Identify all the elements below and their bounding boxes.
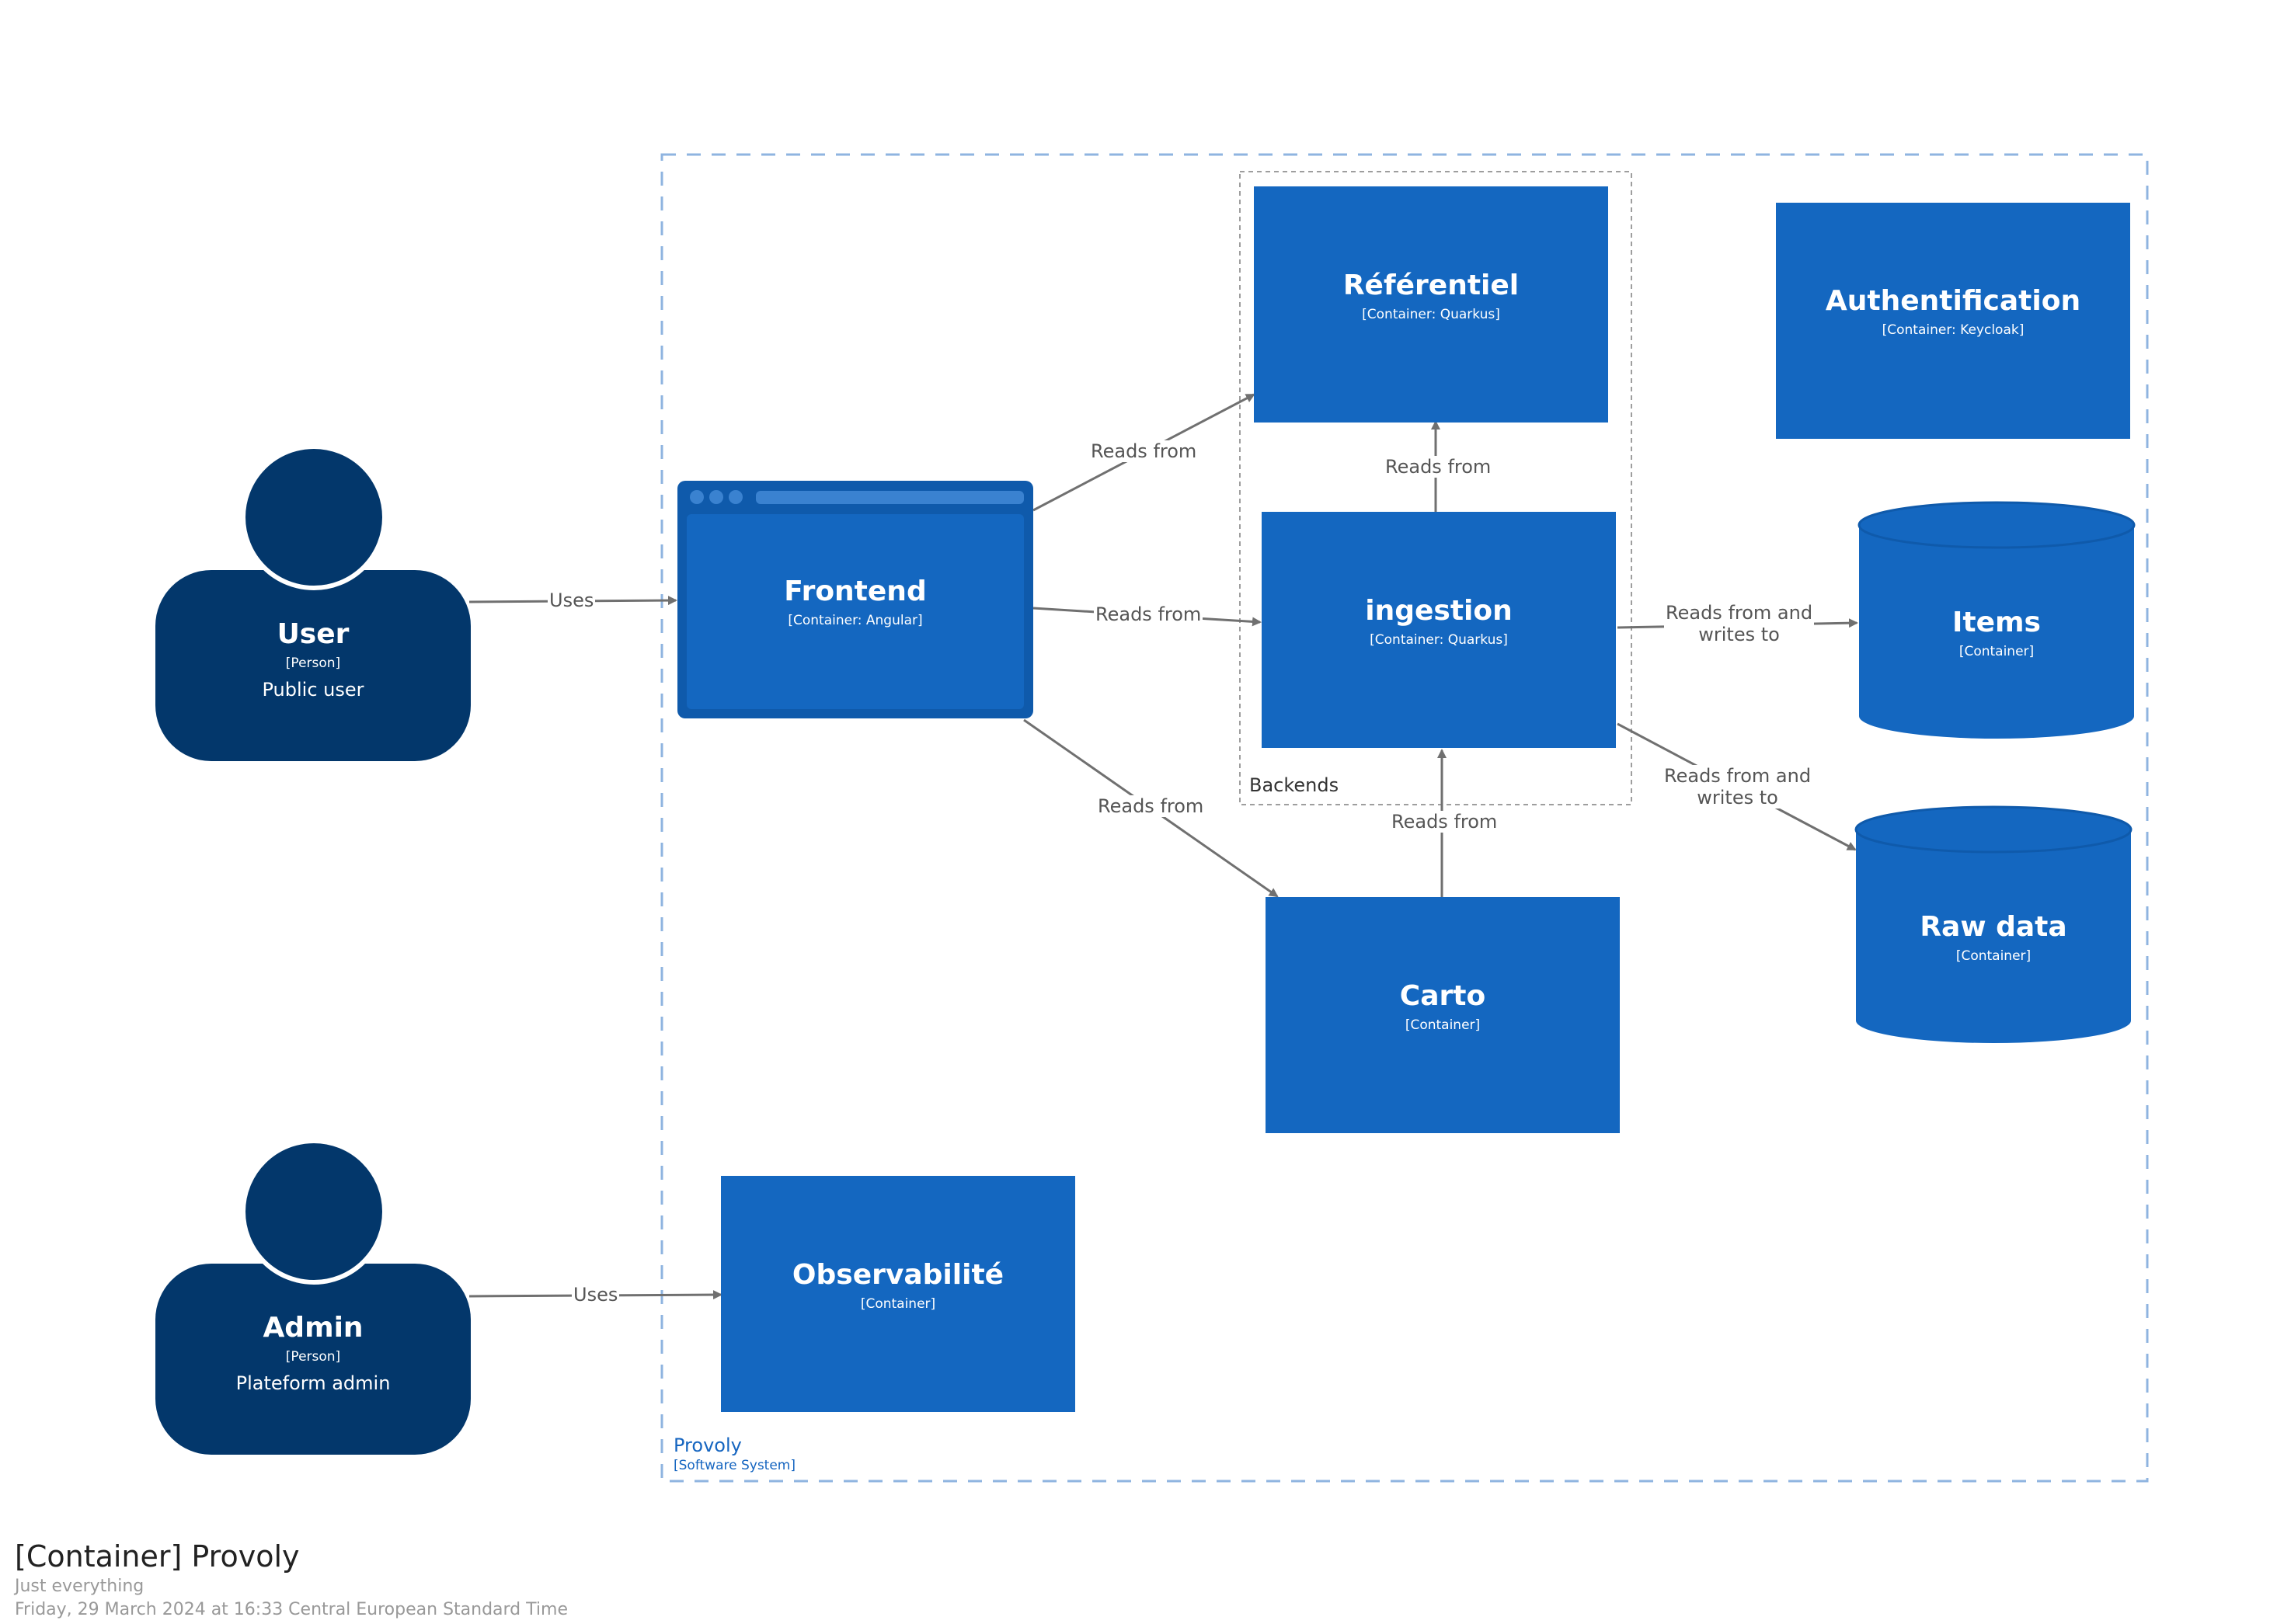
- container-ingestion-type: [Container: Quarkus]: [1370, 632, 1508, 648]
- container-carto-name: Carto: [1399, 980, 1486, 1012]
- container-rawdata[interactable]: [1854, 805, 2133, 1043]
- container-items-name: Items: [1952, 607, 2041, 638]
- edge-label-frontend-ingestion: Reads from: [1094, 603, 1203, 625]
- container-rawdata-name: Raw data: [1920, 911, 2067, 943]
- edge-label-ingestion-items: Reads from and writes to: [1664, 602, 1815, 645]
- container-observabilite[interactable]: [721, 1176, 1075, 1412]
- browser-dot-1-icon: [690, 490, 704, 504]
- container-authentification-name: Authentification: [1825, 285, 2081, 317]
- container-frontend-name: Frontend: [784, 576, 927, 607]
- browser-address-bar: [756, 491, 1024, 504]
- container-carto-type: [Container]: [1405, 1017, 1481, 1033]
- container-rawdata-type: [Container]: [1955, 948, 2032, 964]
- container-referentiel-type: [Container: Quarkus]: [1362, 307, 1500, 322]
- container-authentification[interactable]: [1776, 203, 2130, 439]
- container-frontend-type: [Container: Angular]: [788, 613, 923, 628]
- edge-label-frontend-carto: Reads from: [1096, 795, 1206, 817]
- backends-group-label: Backends: [1249, 774, 1339, 796]
- container-frontend[interactable]: [677, 481, 1033, 718]
- container-referentiel[interactable]: [1254, 186, 1608, 423]
- software-system-name: Provoly: [674, 1434, 742, 1456]
- edge-label-ingestion-items-line2: writes to: [1698, 624, 1780, 645]
- browser-dot-2-icon: [709, 490, 723, 504]
- edge-label-frontend-referentiel: Reads from: [1089, 440, 1199, 462]
- person-admin-description: Plateform admin: [235, 1372, 391, 1394]
- container-ingestion-name: ingestion: [1365, 595, 1513, 627]
- person-admin[interactable]: [155, 1139, 471, 1455]
- person-user[interactable]: [155, 444, 471, 761]
- container-carto[interactable]: [1266, 897, 1620, 1133]
- container-items[interactable]: [1857, 501, 2136, 739]
- person-admin-name: Admin: [263, 1312, 364, 1344]
- software-system-type: [Software System]: [674, 1458, 796, 1473]
- edge-label-ingestion-items-line1: Reads from and: [1666, 602, 1813, 624]
- container-items-type: [Container]: [1958, 644, 2035, 659]
- container-observabilite-type: [Container]: [860, 1296, 936, 1312]
- diagram-description: Just everything: [15, 1577, 144, 1596]
- person-user-description: Public user: [262, 679, 364, 701]
- diagram-timestamp: Friday, 29 March 2024 at 16:33 Central E…: [15, 1600, 568, 1619]
- edge-label-ingestion-rawdata: Reads from and writes to: [1663, 765, 1813, 809]
- container-observabilite-name: Observabilité: [792, 1259, 1004, 1291]
- software-system-boundary: [660, 153, 2149, 1483]
- edge-label-user-frontend: Uses: [548, 589, 596, 611]
- edge-label-admin-observabilite: Uses: [572, 1284, 620, 1306]
- edge-label-ingestion-rawdata-line2: writes to: [1697, 787, 1778, 809]
- browser-dot-3-icon: [729, 490, 743, 504]
- diagram-title: [Container] Provoly: [15, 1539, 300, 1574]
- person-user-name: User: [277, 618, 350, 650]
- container-referentiel-name: Référentiel: [1342, 270, 1520, 301]
- edge-label-carto-ingestion: Reads from: [1390, 811, 1499, 833]
- edge-label-ingestion-rawdata-line1: Reads from and: [1664, 765, 1812, 787]
- person-user-type: [Person]: [285, 656, 341, 671]
- container-authentification-type: [Container: Keycloak]: [1882, 322, 2025, 338]
- person-admin-type: [Person]: [285, 1349, 341, 1365]
- container-ingestion[interactable]: [1262, 512, 1616, 748]
- edge-label-ingestion-referentiel: Reads from: [1384, 456, 1493, 478]
